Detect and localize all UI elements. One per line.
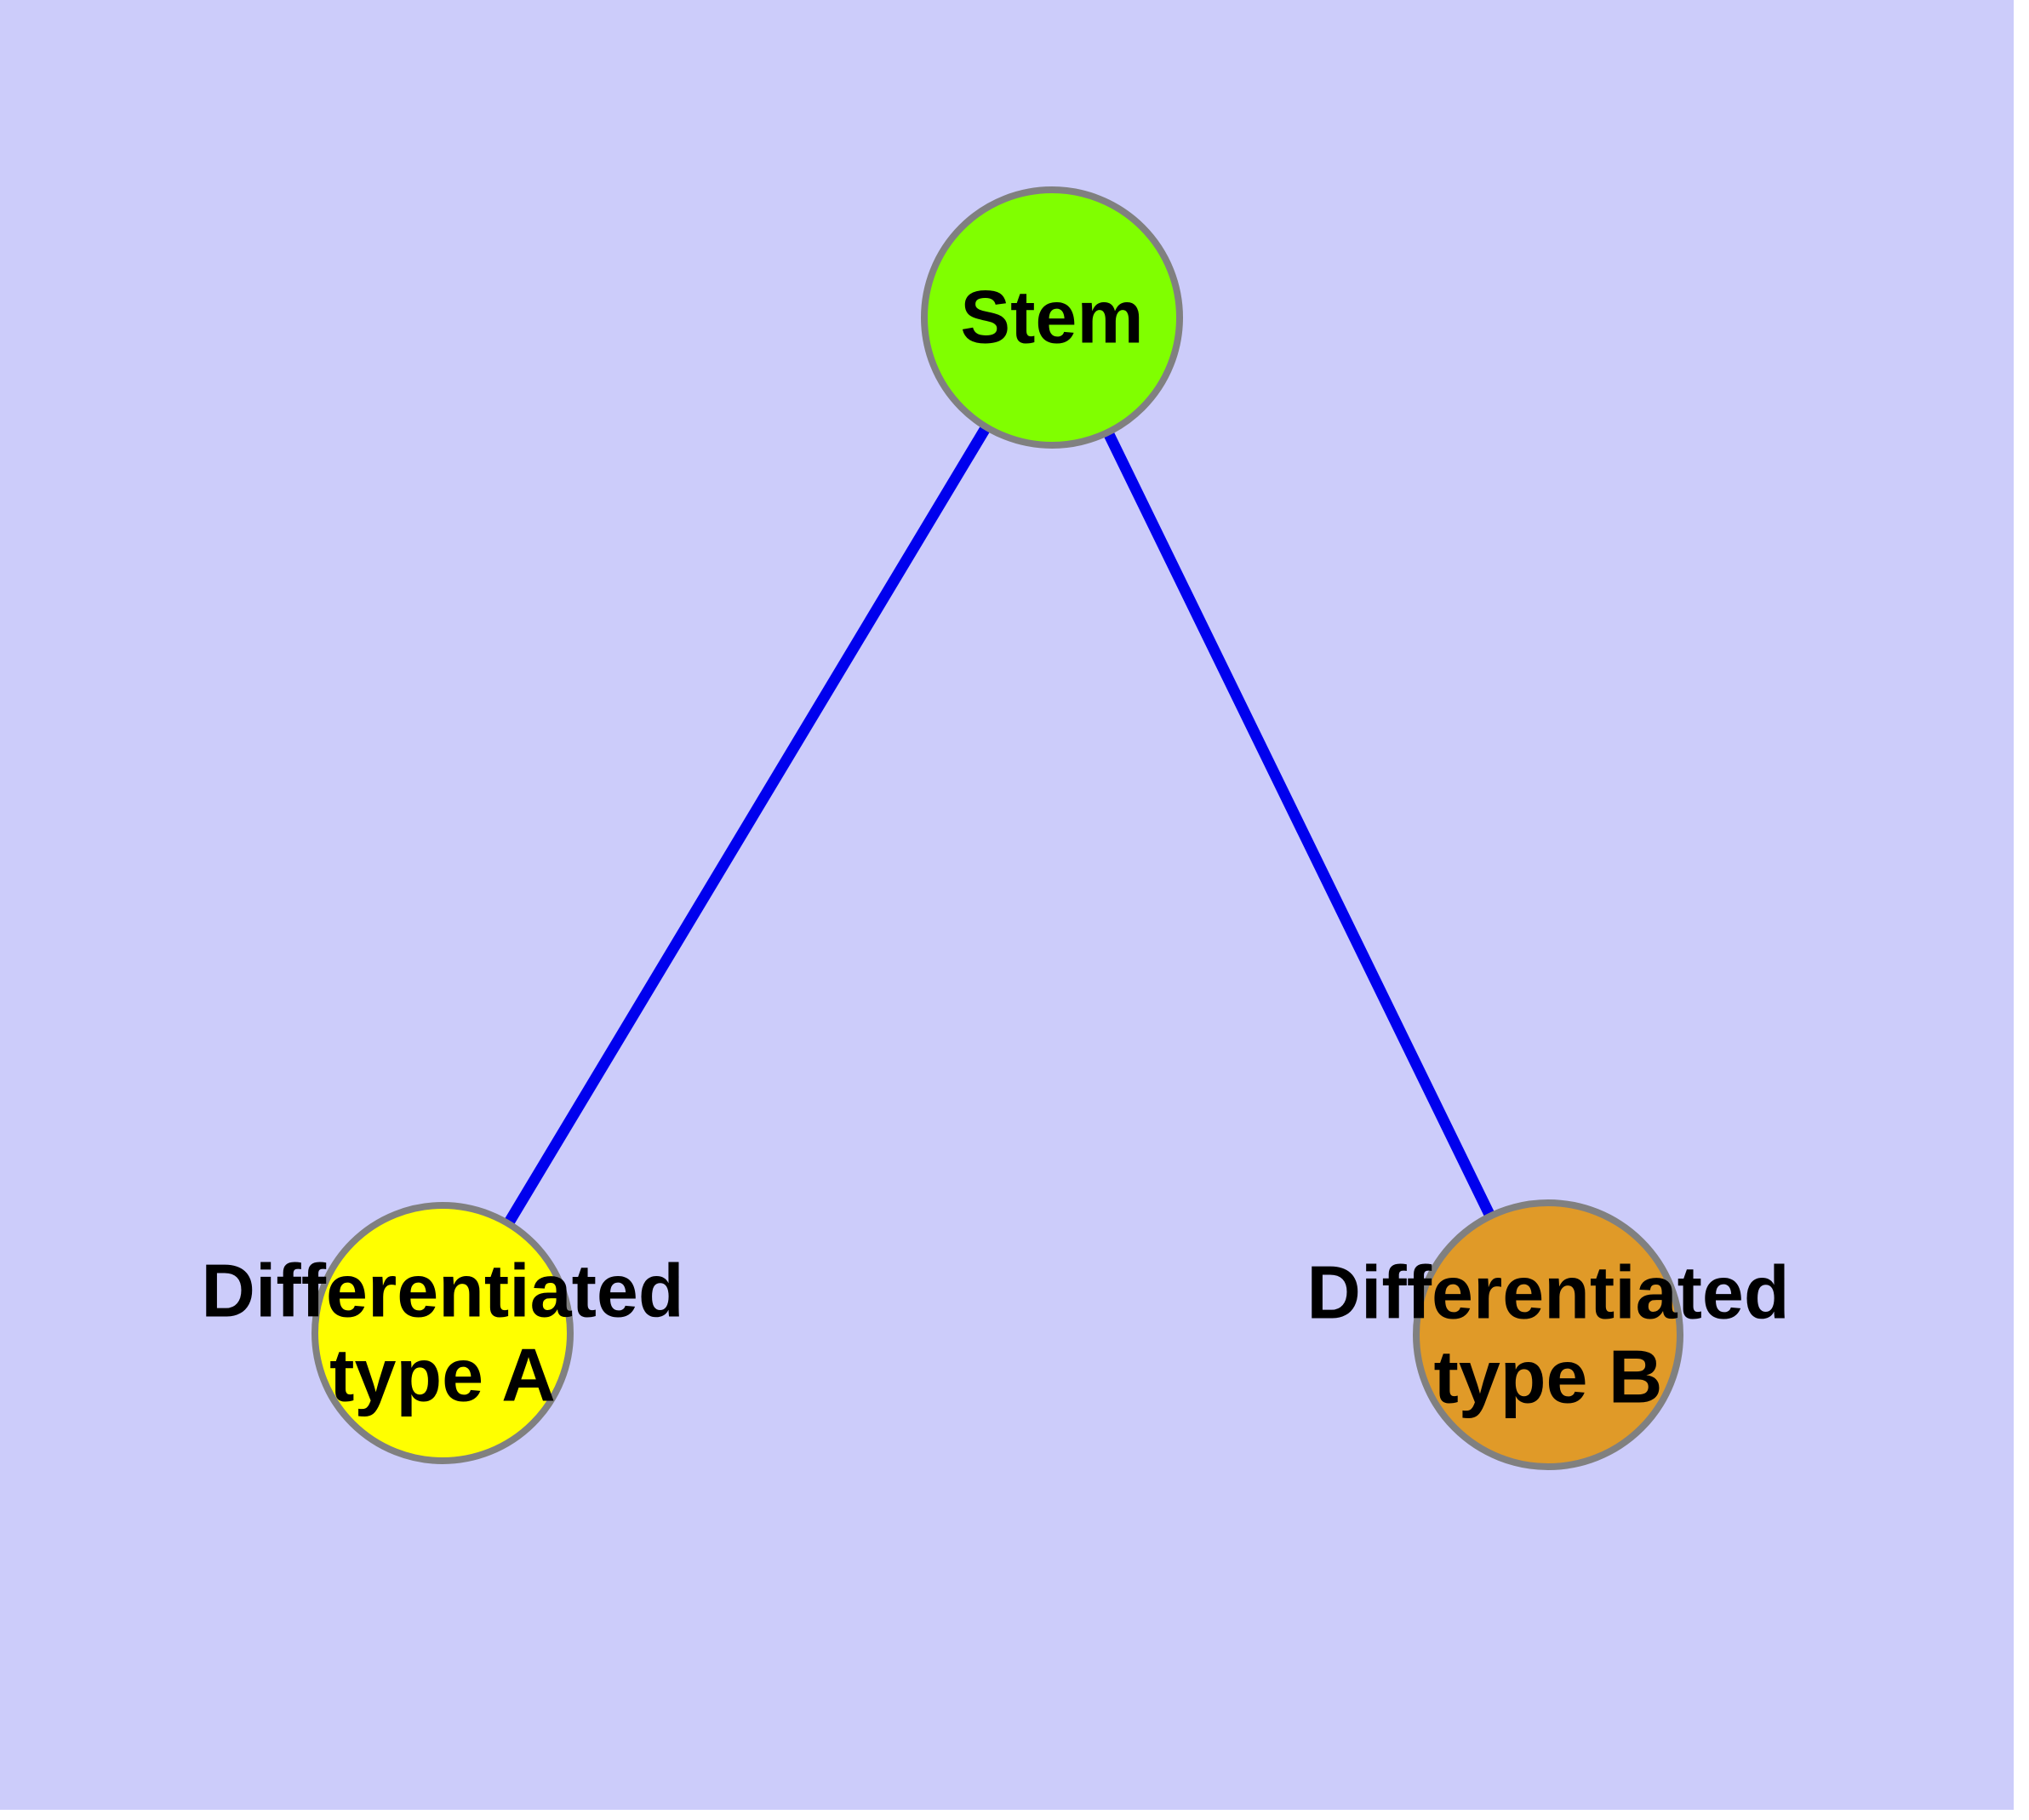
- edge-layer: [437, 314, 1553, 1337]
- node-layer: [311, 186, 1683, 1470]
- edge-stem-to-differentiated-type-a[interactable]: [437, 314, 1057, 1336]
- node-stem[interactable]: [921, 186, 1183, 449]
- node-differentiated-type-a[interactable]: [311, 1202, 574, 1464]
- node-differentiated-type-b[interactable]: [1413, 1199, 1683, 1470]
- edge-stem-to-differentiated-type-b[interactable]: [1047, 315, 1553, 1337]
